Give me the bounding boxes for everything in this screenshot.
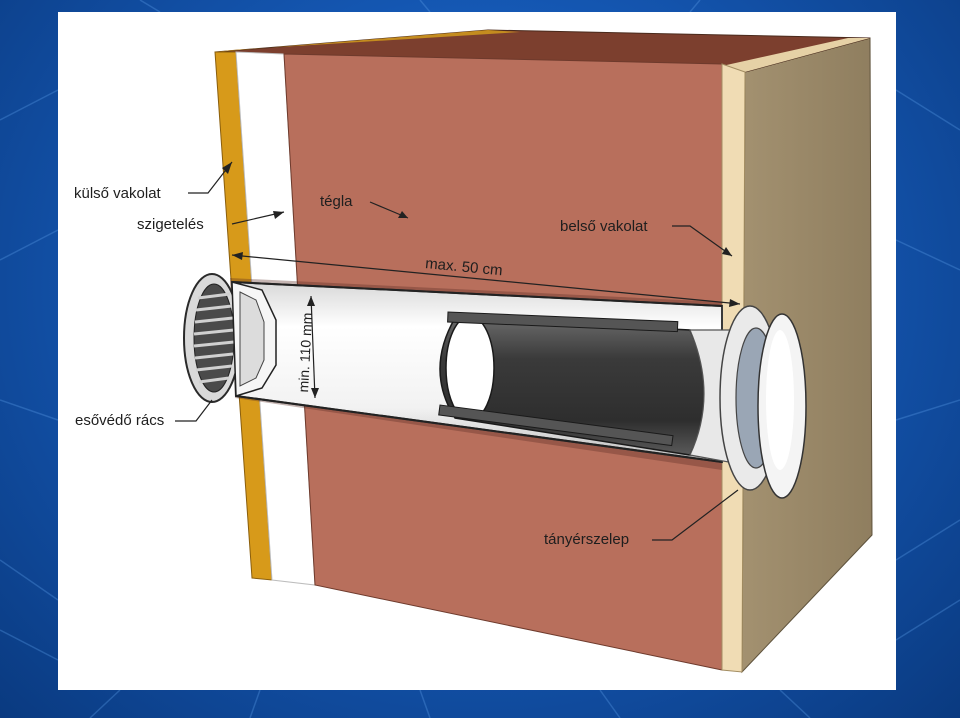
rain-grille-housing-inner <box>239 291 265 387</box>
diameter-dimension-line <box>310 295 316 399</box>
leader-inner-plaster <box>672 225 733 257</box>
label-disc-valve: tányérszelep <box>544 531 630 548</box>
rain-grille-face <box>193 283 235 393</box>
diameter-arrow-bottom <box>311 388 319 398</box>
sleeve-rib-bottom <box>438 404 674 447</box>
top-face-outer <box>215 30 520 52</box>
leader-arrow-insulation <box>273 211 284 219</box>
leader-arrow-outer-plaster <box>222 162 232 174</box>
label-min-diameter: min. 110 mm <box>295 312 316 393</box>
leader-outer-plaster <box>188 161 233 194</box>
label-outer-plaster: külső vakolat <box>74 185 161 202</box>
leader-arrow-inner-plaster <box>722 247 732 256</box>
label-brick: tégla <box>320 193 353 210</box>
label-inner-plaster: belső vakolat <box>560 218 648 235</box>
pipe-bottom-edge <box>235 395 723 463</box>
rain-grille-slats <box>193 292 235 384</box>
pipe-top-edge <box>231 281 723 307</box>
label-insulation: szigetelés <box>137 216 204 233</box>
top-face-inner-plaster <box>722 38 870 72</box>
sleeve-rib-top <box>447 311 679 333</box>
length-arrow-right <box>729 299 740 307</box>
leader-arrow-brick <box>398 211 408 218</box>
sleeve-opening <box>445 315 495 421</box>
length-arrow-left <box>232 252 243 260</box>
leader-rain-grille <box>175 399 213 422</box>
leader-disc-valve <box>652 489 739 541</box>
length-dimension-line <box>231 254 741 305</box>
disc-valve-plate-highlight <box>766 330 794 470</box>
diameter-arrow-top <box>307 296 315 306</box>
label-rain-grille: esővédő rács <box>75 412 165 429</box>
